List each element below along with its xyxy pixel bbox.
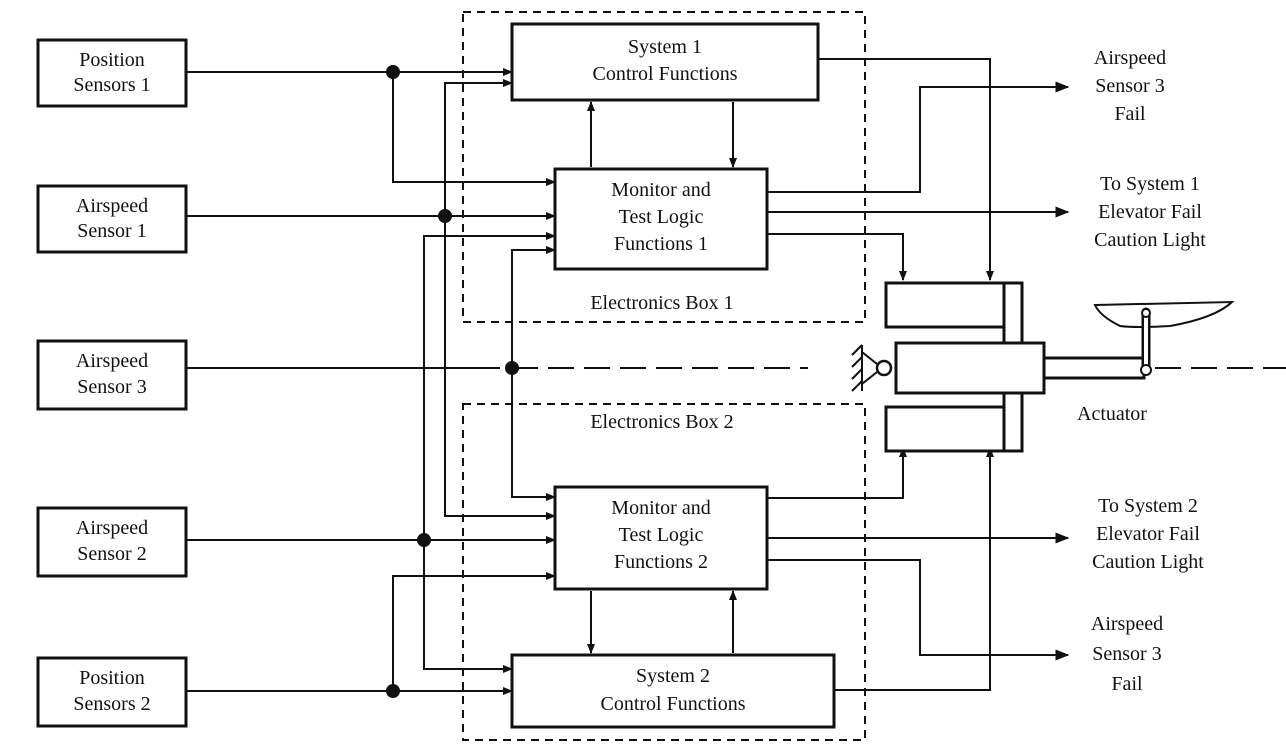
input-label-line: Airspeed xyxy=(76,350,148,372)
output-label-line: Fail xyxy=(1114,103,1146,125)
block-label-line: Monitor and xyxy=(611,179,710,201)
block-label-line: Functions 1 xyxy=(614,233,708,255)
input-label-line: Airspeed xyxy=(76,517,148,539)
actuator-lower-cylinder xyxy=(884,405,1006,453)
output-label-line: Elevator Fail xyxy=(1096,523,1200,545)
junction-dot xyxy=(438,209,452,223)
junction-dot xyxy=(417,533,431,547)
actuator-rod xyxy=(1042,356,1146,380)
output-label-line: Fail xyxy=(1111,673,1143,695)
pivot-ground-icon xyxy=(851,344,893,392)
elevator-surface-icon xyxy=(1093,300,1235,376)
block-system-1-control-functions: System 1 Control Functions xyxy=(510,22,820,102)
junction-dot xyxy=(386,684,400,698)
output-airspeed-sensor-3-fail-bottom: Airspeed Sensor 3 Fail xyxy=(1091,613,1163,695)
actuator xyxy=(851,281,1235,453)
block-label-line: System 2 xyxy=(636,665,710,687)
block-monitor-test-logic-1: Monitor and Test Logic Functions 1 xyxy=(553,167,769,271)
actuator-label: Actuator xyxy=(1077,403,1147,425)
input-airspeed-sensor-1: Airspeed Sensor 1 xyxy=(36,184,188,254)
output-system-1-caution-light: To System 1 Elevator Fail Caution Light xyxy=(1094,173,1206,251)
input-airspeed-sensor-2: Airspeed Sensor 2 xyxy=(36,506,188,578)
junction-dot xyxy=(386,65,400,79)
block-label-line: Control Functions xyxy=(600,693,745,715)
output-label-line: Sensor 3 xyxy=(1092,643,1161,665)
output-label-line: To System 1 xyxy=(1100,173,1200,195)
input-label-line: Airspeed xyxy=(76,195,148,217)
output-system-2-caution-light: To System 2 Elevator Fail Caution Light xyxy=(1092,495,1204,573)
junctions xyxy=(386,65,519,698)
block-monitor-test-logic-2: Monitor and Test Logic Functions 2 xyxy=(553,485,769,591)
electronics-box-1 xyxy=(462,11,866,323)
input-label-line: Sensors 2 xyxy=(73,693,150,715)
block-label-line: Test Logic xyxy=(619,524,704,546)
input-label-line: Sensor 3 xyxy=(77,376,146,398)
block-system-2-control-functions: System 2 Control Functions xyxy=(510,653,836,729)
output-airspeed-sensor-3-fail-top: Airspeed Sensor 3 Fail xyxy=(1094,47,1166,125)
output-label-line: Airspeed xyxy=(1094,47,1166,69)
actuator-upper-cylinder xyxy=(884,281,1006,329)
output-label-line: Caution Light xyxy=(1094,229,1206,251)
output-label-line: Elevator Fail xyxy=(1098,201,1202,223)
output-label-line: Caution Light xyxy=(1092,551,1204,573)
block-label-line: Monitor and xyxy=(611,497,710,519)
input-airspeed-sensor-3: Airspeed Sensor 3 xyxy=(36,339,188,411)
electronics-box-2-label: Electronics Box 2 xyxy=(590,411,733,433)
input-label-line: Position xyxy=(79,49,145,71)
output-label-line: Sensor 3 xyxy=(1095,75,1164,97)
junction-dot xyxy=(505,361,519,375)
block-label-line: Test Logic xyxy=(619,206,704,228)
input-label-line: Sensors 1 xyxy=(73,74,150,96)
block-label-line: Control Functions xyxy=(592,63,737,85)
actuator-body xyxy=(894,341,1046,395)
electronics-box-1-label: Electronics Box 1 xyxy=(590,292,733,314)
output-label-line: Airspeed xyxy=(1091,613,1163,635)
electronics-box-2 xyxy=(462,403,866,741)
wires xyxy=(186,58,1286,695)
input-label-line: Sensor 1 xyxy=(77,220,146,242)
input-label-line: Sensor 2 xyxy=(77,543,146,565)
input-position-sensors-2: Position Sensors 2 xyxy=(36,656,188,728)
block-label-line: System 1 xyxy=(628,36,702,58)
input-label-line: Position xyxy=(79,667,145,689)
block-label-line: Functions 2 xyxy=(614,551,708,573)
output-label-line: To System 2 xyxy=(1098,495,1198,517)
input-position-sensors-1: Position Sensors 1 xyxy=(36,38,188,108)
